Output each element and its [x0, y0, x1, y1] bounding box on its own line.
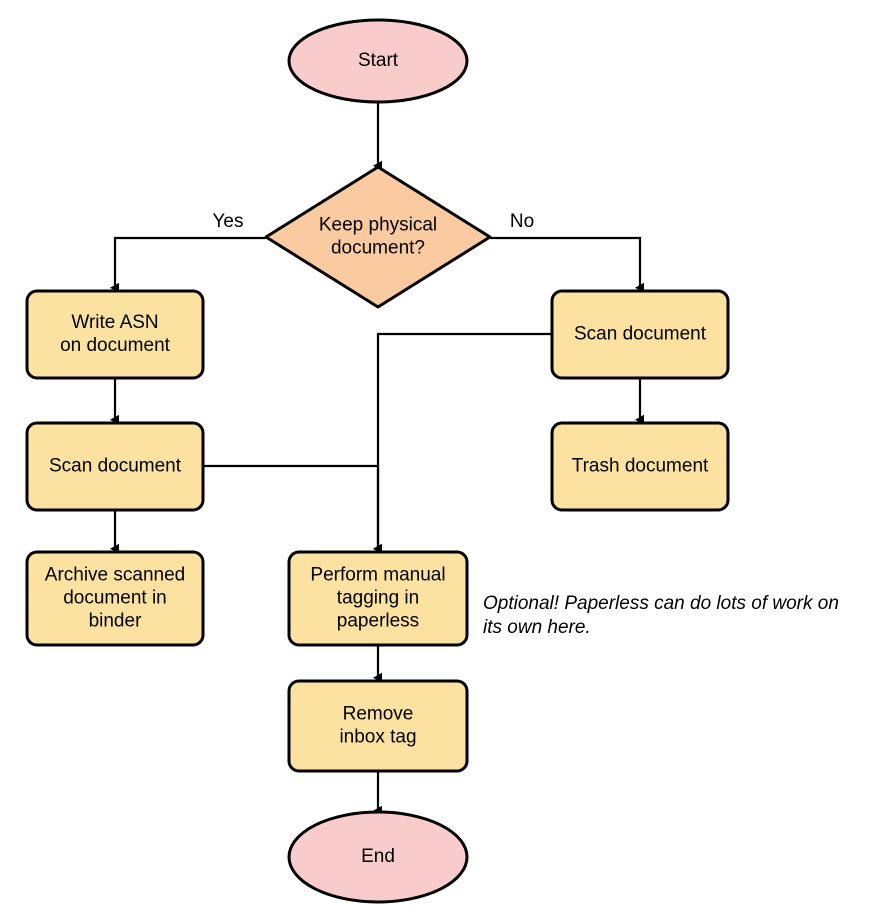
edge-scan-right-to-manual-tagging	[373, 332, 552, 554]
node-label-line: Scan document	[574, 324, 707, 345]
node-label-line: paperless	[337, 611, 419, 632]
edge-label-decision-yes-to-write-asn: Yes	[213, 211, 244, 232]
node-label-line: inbox tag	[339, 727, 416, 748]
node-shape-process[interactable]	[25, 421, 205, 512]
node-label-line: Perform manual	[310, 565, 445, 586]
node-label-line: Scan document	[49, 456, 182, 477]
node-label-start: Start	[358, 50, 399, 71]
node-shape-process[interactable]	[25, 289, 205, 380]
node-end[interactable]: End	[287, 810, 469, 904]
node-label-line: Archive scanned	[45, 565, 185, 586]
node-scan-document-left[interactable]: Scan document	[25, 421, 205, 512]
node-label-line: Write ASN	[71, 312, 158, 333]
node-label-scan-document-left: Scan document	[49, 456, 182, 477]
node-trash-document[interactable]: Trash document	[550, 421, 730, 512]
node-label-line: document in	[63, 588, 167, 609]
node-label-line: Start	[358, 50, 399, 71]
node-label-line: binder	[89, 611, 142, 632]
node-shape-terminator[interactable]	[287, 18, 469, 104]
annotation-line: its own here.	[483, 617, 591, 638]
node-label-scan-document-right: Scan document	[574, 324, 707, 345]
node-label-line: Keep physical	[319, 215, 437, 236]
edge-decision-yes-to-write-asn: Yes	[110, 211, 266, 293]
node-label-end: End	[361, 846, 395, 867]
node-label-line: tagging in	[337, 588, 419, 609]
annotation-line: Optional! Paperless can do lots of work …	[483, 593, 839, 614]
node-label-line: Trash document	[572, 456, 709, 477]
edge-path	[110, 236, 266, 293]
node-scan-document-right[interactable]: Scan document	[550, 289, 730, 380]
node-start[interactable]: Start	[287, 18, 469, 104]
node-label-line: Remove	[343, 704, 414, 725]
node-shape-decision[interactable]	[264, 165, 492, 309]
node-shape-process[interactable]	[287, 550, 469, 647]
annotations-layer: Optional! Paperless can do lots of work …	[483, 593, 839, 638]
edge-label-decision-no-to-scan-right: No	[510, 211, 534, 232]
node-shape-process[interactable]	[287, 679, 469, 773]
node-shape-process[interactable]	[550, 289, 730, 380]
edges-layer: Yes No	[110, 102, 644, 816]
node-label-line: document?	[331, 238, 425, 259]
edge-path	[373, 332, 552, 554]
node-shape-process[interactable]	[25, 550, 205, 647]
node-label-trash-document: Trash document	[572, 456, 709, 477]
node-shape-process[interactable]	[550, 421, 730, 512]
annotation-optional-note: Optional! Paperless can do lots of work …	[483, 593, 839, 638]
node-label-line: End	[361, 846, 395, 867]
edge-path	[490, 236, 644, 293]
node-shape-terminator[interactable]	[287, 810, 469, 904]
node-label-line: on document	[60, 335, 171, 356]
edge-decision-no-to-scan-right: No	[490, 211, 644, 293]
